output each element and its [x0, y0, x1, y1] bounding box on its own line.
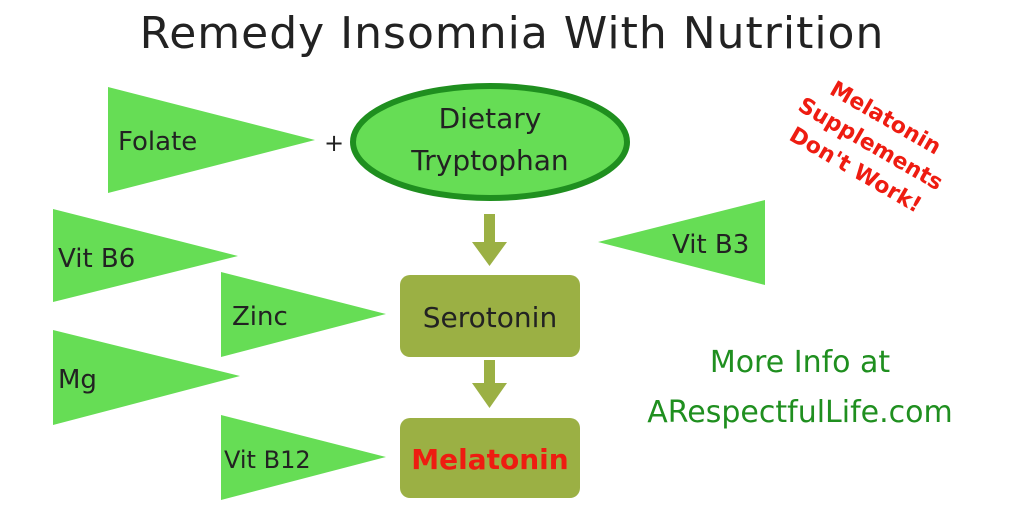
serotonin-label: Serotonin: [423, 301, 557, 334]
plus-sign: +: [324, 129, 344, 157]
melatonin-label: Melatonin: [411, 443, 568, 476]
melatonin-box: [400, 418, 580, 498]
vit-b6-label: Vit B6: [58, 244, 135, 274]
mg-triangle: Mg: [53, 330, 240, 425]
folate-label: Folate: [118, 127, 197, 157]
zinc-label: Zinc: [232, 302, 288, 332]
vit-b12-label: Vit B12: [224, 446, 311, 474]
vit-b6-triangle: Vit B6: [53, 209, 238, 302]
mg-label: Mg: [58, 365, 97, 395]
more-info-line1: More Info at: [709, 345, 891, 380]
tryptophan-label-line2: Tryptophan: [410, 144, 568, 177]
melatonin-node: Melatonin: [400, 418, 580, 498]
arrow-down-icon: [472, 214, 507, 266]
vit-b3-label: Vit B3: [672, 230, 749, 260]
vit-b12-triangle: Vit B12: [221, 415, 386, 500]
tryptophan-label-line1: Dietary: [439, 102, 542, 135]
serotonin-node: Serotonin: [400, 275, 580, 357]
folate-triangle: Folate: [108, 87, 315, 193]
page-title: Remedy Insomnia With Nutrition: [139, 8, 885, 59]
zinc-triangle: Zinc: [221, 272, 386, 357]
serotonin-box: [400, 275, 580, 357]
more-info-callout: More Info at ARespectfulLife.com: [590, 338, 1010, 438]
tryptophan-oval: [350, 83, 630, 201]
dietary-tryptophan-node: Dietary Tryptophan: [350, 83, 630, 201]
more-info-link[interactable]: ARespectfulLife.com: [647, 395, 953, 430]
vit-b3-triangle: Vit B3: [598, 200, 765, 285]
arrow-down-icon: [472, 360, 507, 408]
